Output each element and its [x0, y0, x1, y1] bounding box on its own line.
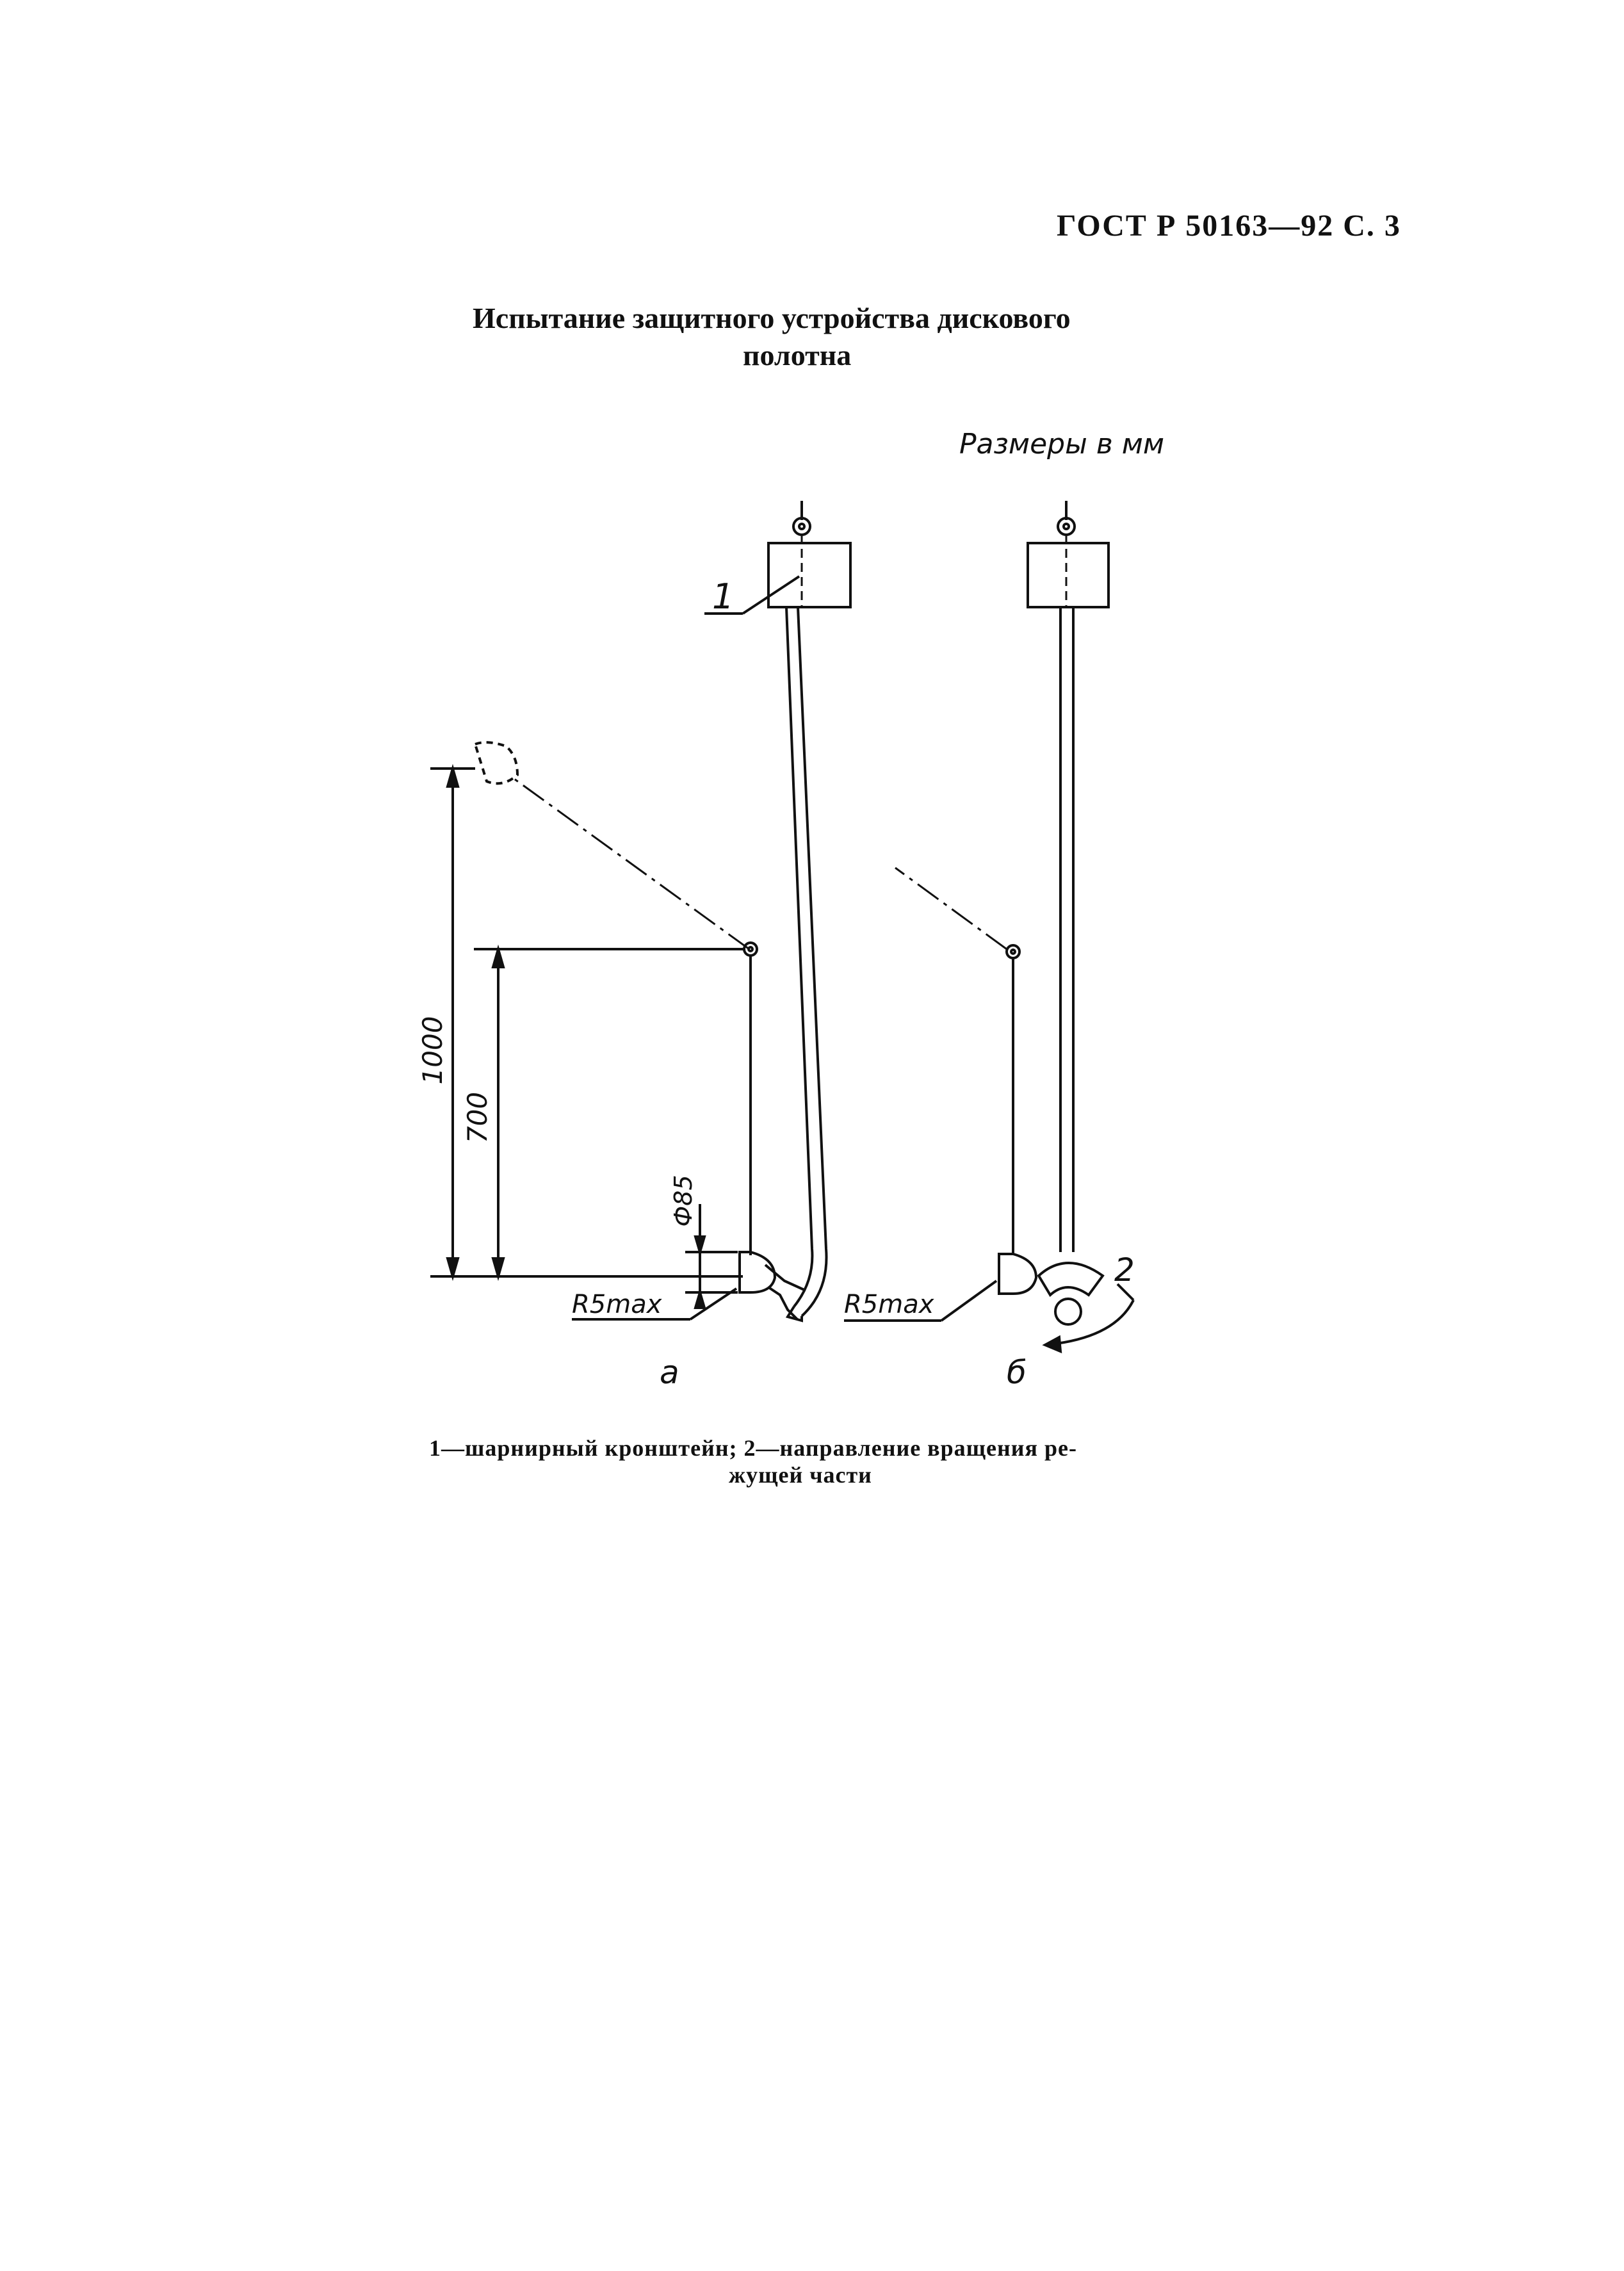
- subfigure-label-a: а: [660, 1354, 679, 1391]
- cutting-part-a-upper: [764, 1264, 806, 1292]
- callout-2-leader: [1116, 1283, 1135, 1301]
- hanger-b-eye-center: [1062, 523, 1070, 530]
- impactor-head-b: [998, 1253, 1038, 1295]
- caption-line-2: жущей части: [729, 1462, 872, 1488]
- hanger-a-eye-center: [798, 523, 806, 530]
- units-note: Размеры в мм: [959, 428, 1165, 460]
- figure-title-line-1: Испытание защитного устройства дискового: [473, 302, 1071, 334]
- hanger-a-eye: [792, 517, 811, 536]
- hanger-b-eye: [1057, 517, 1076, 536]
- pendulum-rod-a-left: [785, 606, 814, 1308]
- pivot-a: [743, 941, 758, 957]
- dim-1000-arrow-bottom: [446, 1257, 460, 1282]
- r5max-b-label: R5max: [844, 1290, 934, 1319]
- callout-2-label: 2: [1114, 1251, 1135, 1289]
- impactor-start-position: [473, 741, 519, 785]
- dim-1000-arrow-top: [446, 763, 460, 788]
- subfigure-label-b: б: [1007, 1354, 1027, 1391]
- document-reference: ГОСТ Р 50163—92 С. 3: [1057, 209, 1401, 243]
- swing-line-b: [895, 867, 1007, 950]
- r5max-a-label: R5max: [572, 1290, 662, 1319]
- pivot-b: [1005, 944, 1021, 959]
- bracket-block-b: [1027, 542, 1110, 608]
- guard-sector-b: [1037, 1262, 1105, 1298]
- swing-line-a: [512, 776, 750, 950]
- callout-1-label: 1: [712, 576, 734, 617]
- figure-title-line-2: полотна: [743, 339, 852, 371]
- callout-1-leader: [742, 575, 800, 615]
- dim-700-arrow-top: [491, 944, 505, 968]
- pendulum-rod-a-right: [797, 606, 828, 1317]
- saw-disc-b: [1054, 1298, 1082, 1326]
- bracket-block-a: [767, 542, 852, 608]
- dim-700-label: 700: [462, 1092, 493, 1143]
- dim-phi85-arrow-top: [694, 1235, 706, 1257]
- dim-phi85-arrow-bottom: [694, 1287, 706, 1309]
- pivot-b-center: [1010, 948, 1016, 955]
- dim-1000-label: 1000: [417, 1016, 448, 1085]
- dim-700-arrow-bottom: [491, 1257, 505, 1282]
- pivot-a-center: [747, 946, 754, 952]
- cutting-part-a-lower: [767, 1286, 799, 1321]
- rotation-arrowhead: [1042, 1335, 1062, 1354]
- dim-phi85-label: Ф85: [669, 1175, 697, 1226]
- caption-line-1: 1—шарнирный кронштейн; 2—направление вра…: [429, 1435, 1077, 1461]
- r5max-b-leader: [940, 1280, 998, 1322]
- impactor-head-a: [738, 1251, 777, 1294]
- r5max-a-leader: [689, 1287, 738, 1321]
